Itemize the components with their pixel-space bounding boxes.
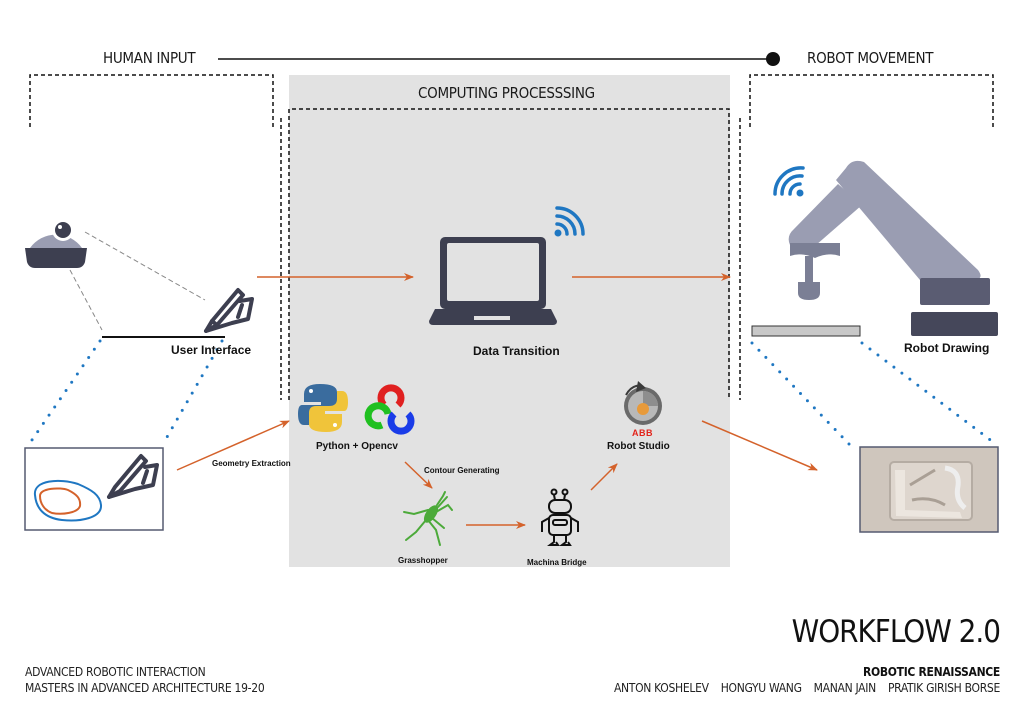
camera-sight-line xyxy=(69,269,103,331)
engraved-result-photo xyxy=(859,446,999,533)
computing-bracket xyxy=(288,108,730,400)
arrow-contour-generating xyxy=(404,461,433,489)
hand-pen-icon xyxy=(204,288,254,333)
footer-course: ADVANCED ROBOTIC INTERACTION xyxy=(25,665,206,679)
projection-dotted-line xyxy=(30,339,102,442)
label-python-opencv: Python + Opencv xyxy=(316,441,398,452)
author-name: PRATIK GIRISH BORSE xyxy=(887,681,1000,695)
arrow-machina-to-studio xyxy=(590,463,618,491)
hand-pen-icon xyxy=(107,454,159,499)
python-logo-icon xyxy=(298,384,348,432)
section-computing-processing: COMPUTING PROCESSSING xyxy=(418,84,595,102)
camera-sight-line xyxy=(84,231,206,301)
camera-icon xyxy=(25,219,87,268)
machina-robot-icon xyxy=(541,488,579,546)
author-name: MANAN JAIN xyxy=(813,681,877,695)
opencv-logo-icon xyxy=(364,384,415,435)
footer-course-left: ADVANCED ROBOTIC INTERACTION MASTERS IN … xyxy=(25,664,265,696)
wifi-icon xyxy=(773,166,805,197)
label-robot-studio: Robot Studio xyxy=(607,441,670,452)
robot-studio-icon xyxy=(624,381,662,425)
wifi-icon xyxy=(554,206,585,237)
label-user-interface: User Interface xyxy=(171,343,252,357)
footer-program: MASTERS IN ADVANCED ARCHITECTURE 19-20 xyxy=(25,681,265,695)
label-robot-drawing: Robot Drawing xyxy=(904,341,990,355)
projection-dotted-line xyxy=(860,341,999,447)
section-robot-movement: ROBOT MOVEMENT xyxy=(807,49,934,67)
human-input-bracket xyxy=(29,74,274,127)
robot-movement-bracket xyxy=(749,74,994,127)
label-machina-bridge: Machina Bridge xyxy=(527,558,587,567)
projection-dotted-line xyxy=(161,339,224,446)
sketch-inner-contour xyxy=(38,487,82,515)
label-data-transition: Data Transition xyxy=(473,344,560,358)
arrow-geometry-extraction xyxy=(176,420,290,471)
projection-dotted-line xyxy=(750,341,852,447)
project-name: ROBOTIC RENAISSANCE xyxy=(862,665,1000,679)
label-geometry-extraction: Geometry Extraction xyxy=(212,459,291,468)
robot-arm-icon xyxy=(788,160,998,336)
section-human-input: HUMAN INPUT xyxy=(103,49,196,67)
timeline-dot xyxy=(766,52,780,66)
arrow-studio-to-result xyxy=(701,420,818,471)
drawing-plate xyxy=(751,325,861,337)
label-contour-generating: Contour Generating xyxy=(424,466,500,475)
author-name: ANTON KOSHELEV xyxy=(613,681,709,695)
label-grasshopper: Grasshopper xyxy=(398,556,448,565)
authors-list: ANTON KOSHELEV HONGYU WANG MANAN JAIN PR… xyxy=(614,681,1000,695)
author-name: HONGYU WANG xyxy=(720,681,802,695)
laptop-icon xyxy=(429,237,557,325)
sketch-outer-contour xyxy=(33,479,103,522)
grasshopper-icon xyxy=(403,491,453,546)
abb-logo: ABB xyxy=(632,428,653,438)
workflow-title: WORKFLOW 2.0 xyxy=(791,614,1001,650)
